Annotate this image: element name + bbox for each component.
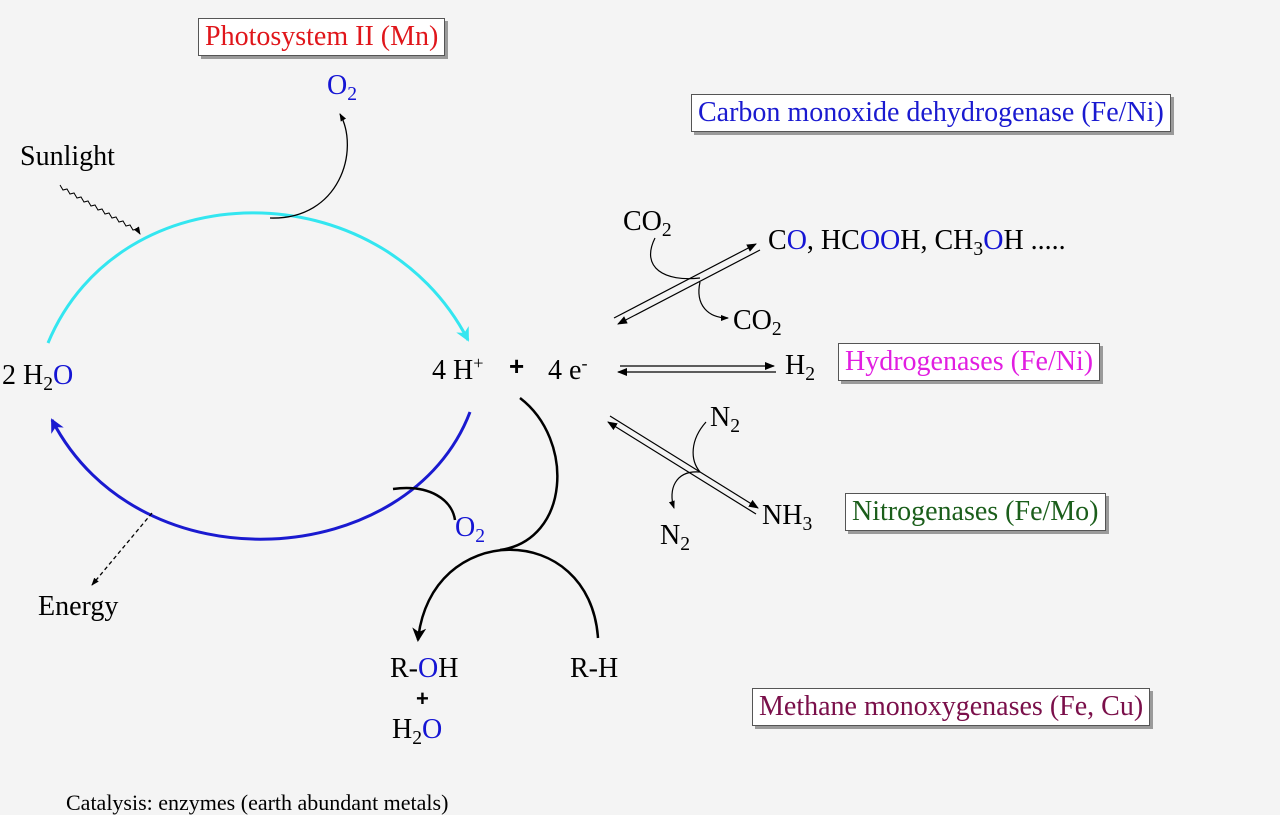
n2-backward-arrow [607, 421, 757, 515]
o2-consumption-curve [392, 486, 457, 521]
n2-forward-arrow [609, 415, 759, 509]
energy-label: Energy [38, 591, 119, 622]
photosystem-label: Photosystem II (Mn) [198, 18, 446, 57]
co2-reactant-formula: CO2 [623, 206, 672, 241]
sunlight-label: Sunlight [20, 141, 115, 172]
h2-formula: H2 [785, 350, 816, 385]
o2-release-arrow [269, 113, 348, 219]
alcohol-product-formula: R-OH [390, 653, 459, 684]
o2-top-formula: O2 [327, 70, 358, 105]
n2-reactant-formula: N2 [710, 402, 741, 437]
substrate-arc [412, 548, 600, 642]
n2-released-formula: N2 [660, 520, 691, 555]
o2-consumed-formula: O2 [455, 512, 486, 547]
nh3-formula: NH3 [762, 500, 813, 535]
plus-sign: + [509, 351, 525, 381]
mmo-label: Methane monoxygenases (Fe, Cu) [752, 688, 1151, 727]
substrate-formula: R-H [570, 653, 619, 684]
hydrogenases-label: Hydrogenases (Fe/Ni) [838, 343, 1101, 382]
product-plus-sign: + [416, 686, 429, 711]
electrons-formula: 4 e- [548, 353, 588, 386]
co2-in-curve [649, 237, 701, 280]
n2-in-curve [692, 421, 707, 473]
reduction-arc [50, 411, 472, 541]
n2-out-curve [668, 471, 701, 509]
codh-label: Carbon monoxide dehydrogenase (Fe/Ni) [691, 94, 1171, 133]
water-formula: 2 H2O [2, 360, 74, 395]
co2-products-formula: CO, HCOOH, CH3OH ..... [768, 225, 1066, 260]
caption: Catalysis: enzymes (earth abundant metal… [66, 790, 449, 815]
oxidation-arc [46, 211, 470, 344]
energy-dashed-arrow [91, 512, 153, 586]
co2-released-formula: CO2 [733, 305, 782, 340]
sunlight-wavy-arrow [59, 184, 141, 235]
co2-out-curve [698, 281, 729, 321]
co2-backward-arrow [617, 249, 761, 325]
water-product-formula: H2O [392, 714, 443, 749]
nitrogenases-label: Nitrogenases (Fe/Mo) [845, 493, 1106, 532]
proton-electron-to-monooxygenase-curve [499, 397, 559, 552]
co2-forward-arrow [613, 243, 757, 319]
protons-formula: 4 H+ [432, 353, 484, 386]
